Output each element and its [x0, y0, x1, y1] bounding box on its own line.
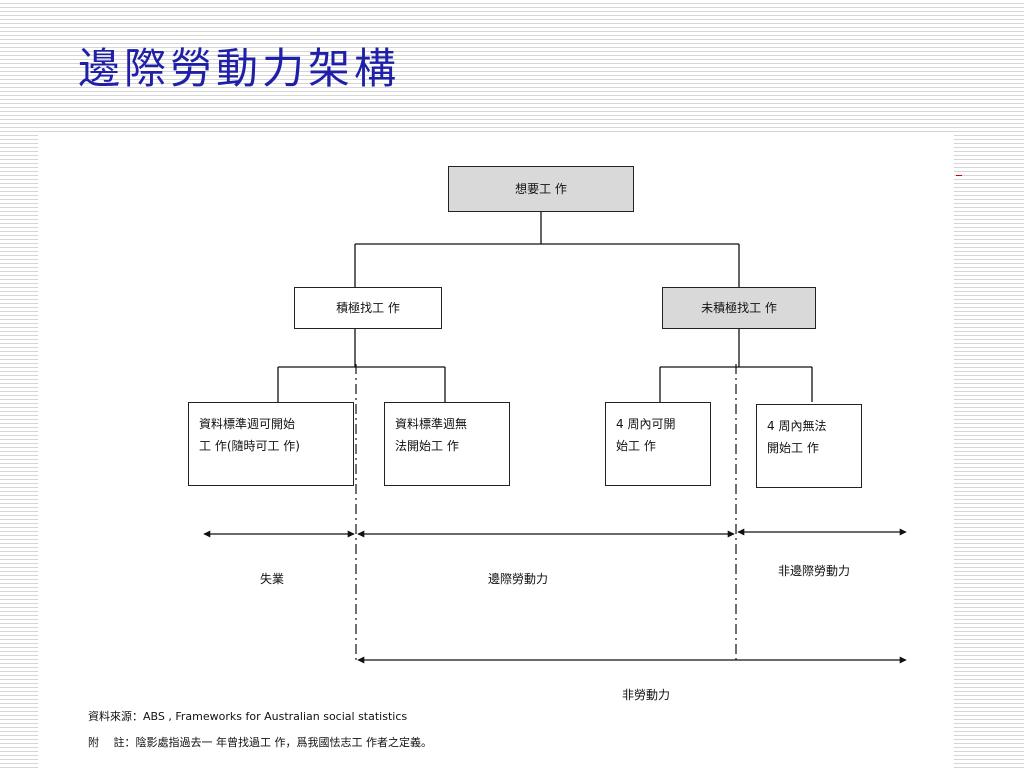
label-not-in-labor-force: 非勞動力 — [622, 688, 671, 702]
node-unavailable-4-weeks: 4 周內無法 開始工 作 — [756, 404, 862, 488]
red-tick-mark — [956, 175, 962, 176]
source-text: ABS , Frameworks for Australian social s… — [143, 710, 408, 723]
label-non-marginal-labor-force: 非邊際勞動力 — [778, 564, 851, 578]
node-want-work: 想要工 作 — [448, 166, 634, 212]
page-title: 邊際勞動力架構 — [78, 44, 401, 93]
note-label: 附 註： — [88, 736, 136, 749]
label-marginal-labor-force: 邊際勞動力 — [488, 572, 549, 586]
node-available-4-weeks: 4 周內可開 始工 作 — [605, 402, 711, 486]
framework-diagram: 想要工 作 積極找工 作 未積極找工 作 資料標準週可開始 工 作(隨時可工 作… — [38, 132, 962, 768]
diagram-connectors — [203, 212, 907, 664]
node-inactive-search: 未積極找工 作 — [662, 287, 816, 329]
note-line: 附 註：陰影處指過去一 年曾找過工 作，爲我國怯志工 作者之定義。 — [88, 734, 432, 750]
node-available-reference-week: 資料標準週可開始 工 作(隨時可工 作) — [188, 402, 354, 486]
source-line: 資料來源：ABS , Frameworks for Australian soc… — [88, 708, 407, 724]
node-active-search: 積極找工 作 — [294, 287, 442, 329]
source-label: 資料來源： — [88, 710, 143, 723]
note-text: 陰影處指過去一 年曾找過工 作，爲我國怯志工 作者之定義。 — [135, 736, 433, 749]
label-unemployed: 失業 — [260, 572, 285, 586]
node-unavailable-reference-week: 資料標準週無 法開始工 作 — [384, 402, 510, 486]
